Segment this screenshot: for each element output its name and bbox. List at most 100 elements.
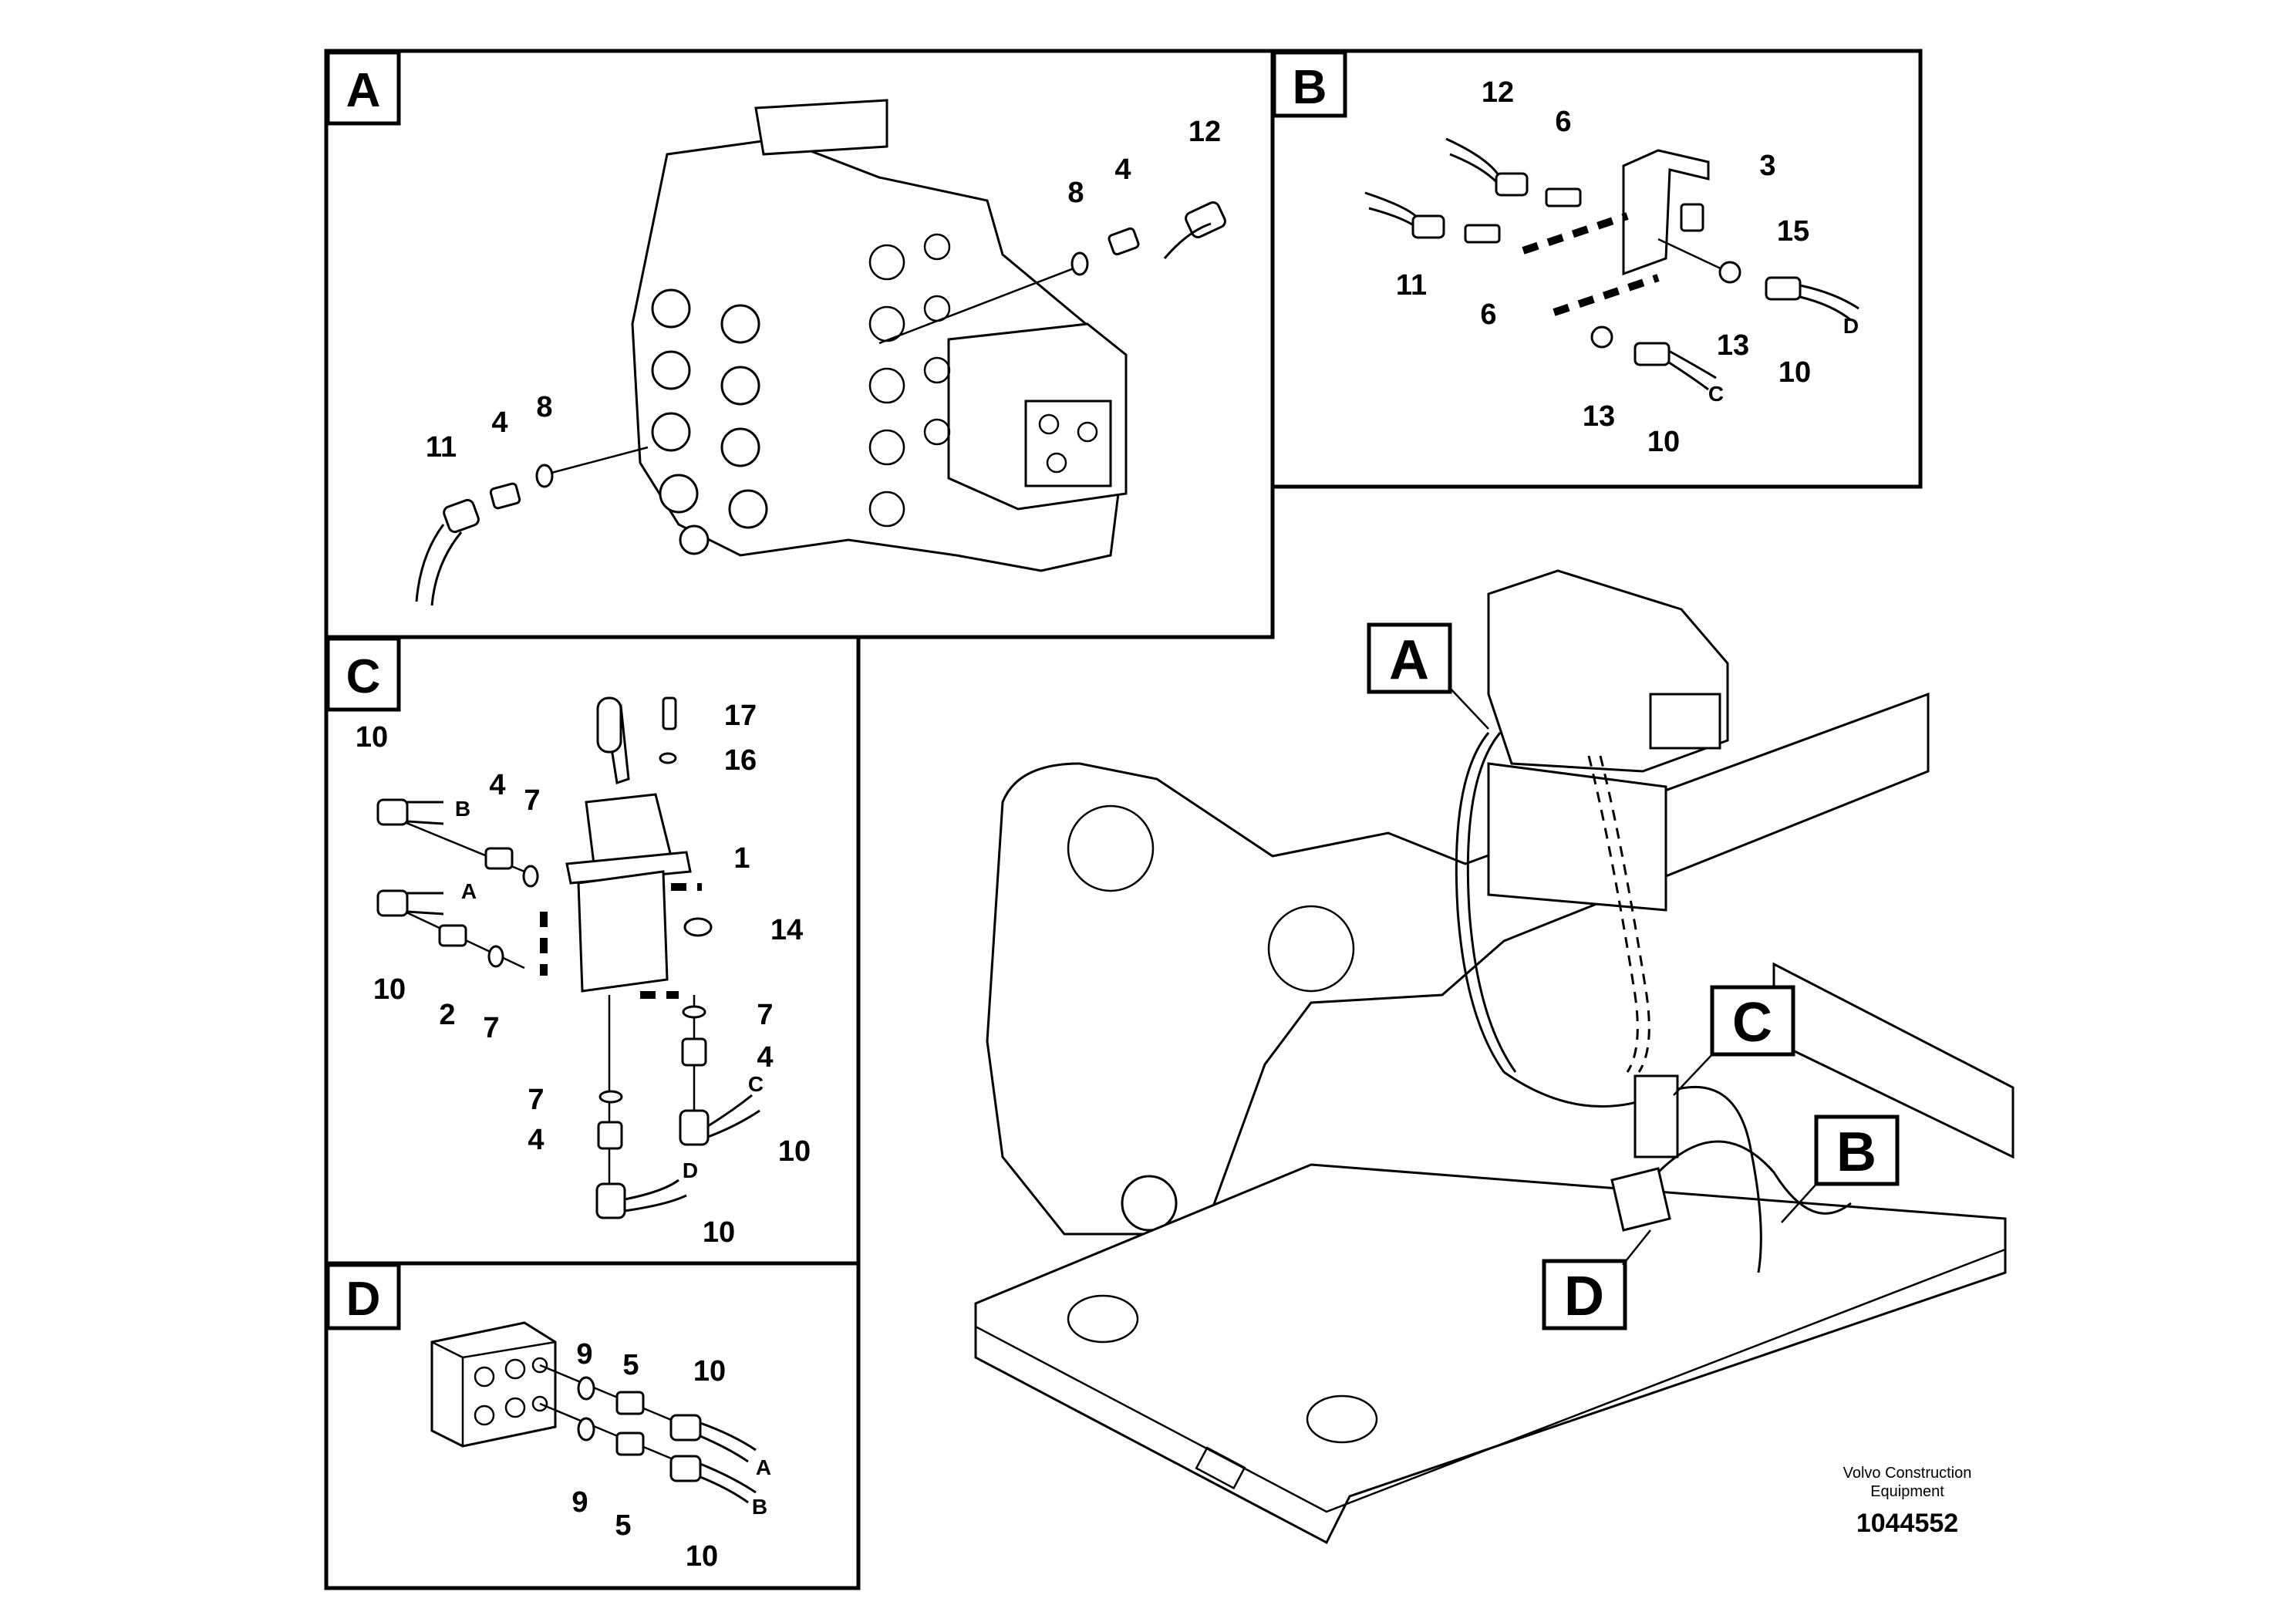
adapter-6-lower [1464,224,1501,244]
overview-label-box-a [1367,622,1452,694]
overview-label-box-d [1542,1259,1627,1330]
callout-4: 4 [489,769,505,801]
callout-3: 3 [1759,150,1775,182]
hose-fitting-10-lower-right [679,1109,710,1146]
hose-fitting-11 [1411,214,1445,239]
hose-run-hidden [1599,755,1650,1073]
dashed-line [1553,274,1660,316]
callout-17: 17 [724,700,757,732]
callout-10: 10 [686,1540,718,1573]
adapter-4-top [484,847,514,870]
connector-label-c: C [748,1072,764,1096]
callout-7: 7 [483,1012,499,1044]
leader-line [878,265,1081,345]
callout-11: 11 [426,431,457,464]
connector-label-c: C [1708,382,1724,406]
hose-c [707,1094,760,1138]
brand-line-1: Volvo Construction [1843,1465,1972,1482]
hose-run [1466,732,1517,1073]
valve-mount [1487,762,1667,912]
callout-4: 4 [528,1124,544,1156]
panel-a-label-box [325,50,401,126]
hose-fitting-12 [1185,201,1226,238]
hose-run [1657,1140,1852,1215]
overview-label-d: D [1564,1266,1604,1327]
distribution-block [430,1321,557,1448]
overview-label-c: C [1732,992,1772,1054]
hose-d [624,1179,687,1212]
callout-16: 16 [724,744,757,777]
callout-9: 9 [571,1486,588,1519]
callout-7: 7 [528,1084,544,1116]
o-ring-7-lower-right [682,1005,706,1019]
hose-run-hidden [1587,755,1639,1073]
overview-leader-a [1448,686,1489,730]
overview-leader-c [1673,1052,1714,1096]
callout-7: 7 [757,999,773,1031]
overview-label-b: B [1836,1121,1876,1183]
hose-a [406,892,444,916]
callout-14: 14 [770,914,803,946]
pivot-hole-upper [1067,804,1155,892]
nut-13-right [1718,261,1741,284]
frame-edge [975,1248,2006,1513]
hose-d [1799,284,1859,322]
callout-4: 4 [757,1041,773,1074]
callout-11: 11 [1396,269,1427,302]
hose-fitting-10-upper [669,1414,702,1442]
callout-4: 4 [491,406,507,439]
callout-2: 2 [439,999,455,1031]
callout-6: 6 [1555,106,1571,138]
hose-fitting-10-lower-left [595,1182,626,1219]
panel-b: B 12 6 3 15 11 6 13 10 13 10 D C [1270,49,1923,489]
frame-hole-left [1067,1294,1139,1344]
bracket-3 [1622,149,1710,276]
callout-9: 9 [576,1338,592,1371]
adapter-5-upper [615,1391,645,1415]
callout-10: 10 [1647,426,1680,458]
callout-5: 5 [615,1509,631,1542]
adapter-4-lower-right [681,1037,707,1067]
callout-6: 6 [1480,298,1496,331]
connector-label-d: D [1843,314,1859,338]
connector-label-d: D [683,1158,698,1182]
callout-8: 8 [1067,177,1084,209]
valve-cover-overview [1649,693,1721,750]
overview-leader-b [1781,1182,1819,1223]
nut-13-left [1590,325,1613,349]
adapter-2 [438,924,467,947]
frame-base [974,1163,2007,1545]
panel-d-frame [324,1261,861,1590]
leader-line [539,1364,679,1425]
callout-10: 10 [693,1355,726,1388]
connector-label-a: A [756,1455,771,1479]
bolt-15 [1680,203,1704,232]
callout-10: 10 [1778,356,1811,389]
callout-4: 4 [1114,153,1131,186]
callout-13: 13 [1717,329,1749,362]
callout-12: 12 [1482,76,1514,109]
pivot-hole-lower [1267,905,1355,993]
valve-spool-caps [651,288,768,555]
hose-b [700,1462,757,1504]
o-ring-7-top [522,865,539,888]
hose-11 [415,524,463,606]
panel-b-label-box [1272,50,1347,118]
hose-fitting-10-mid [376,889,409,917]
overview-label-box-b [1814,1114,1900,1186]
o-ring-9-upper [577,1376,595,1401]
connector-label-a: A [461,879,477,903]
hose-fitting-10-right [1765,276,1802,301]
o-ring-7-mid [487,945,504,968]
hose-12 [1163,222,1212,259]
dashed-line [1522,212,1629,255]
panel-b-frame [1270,49,1923,489]
hose-fitting-12 [1495,172,1529,197]
distribution-block-overview [1610,1167,1671,1232]
callout-10: 10 [373,973,406,1006]
screw-17 [662,696,677,730]
panel-c-label-box [325,636,401,712]
frame-slot [1195,1446,1246,1490]
panel-c-letter: C [346,650,381,703]
